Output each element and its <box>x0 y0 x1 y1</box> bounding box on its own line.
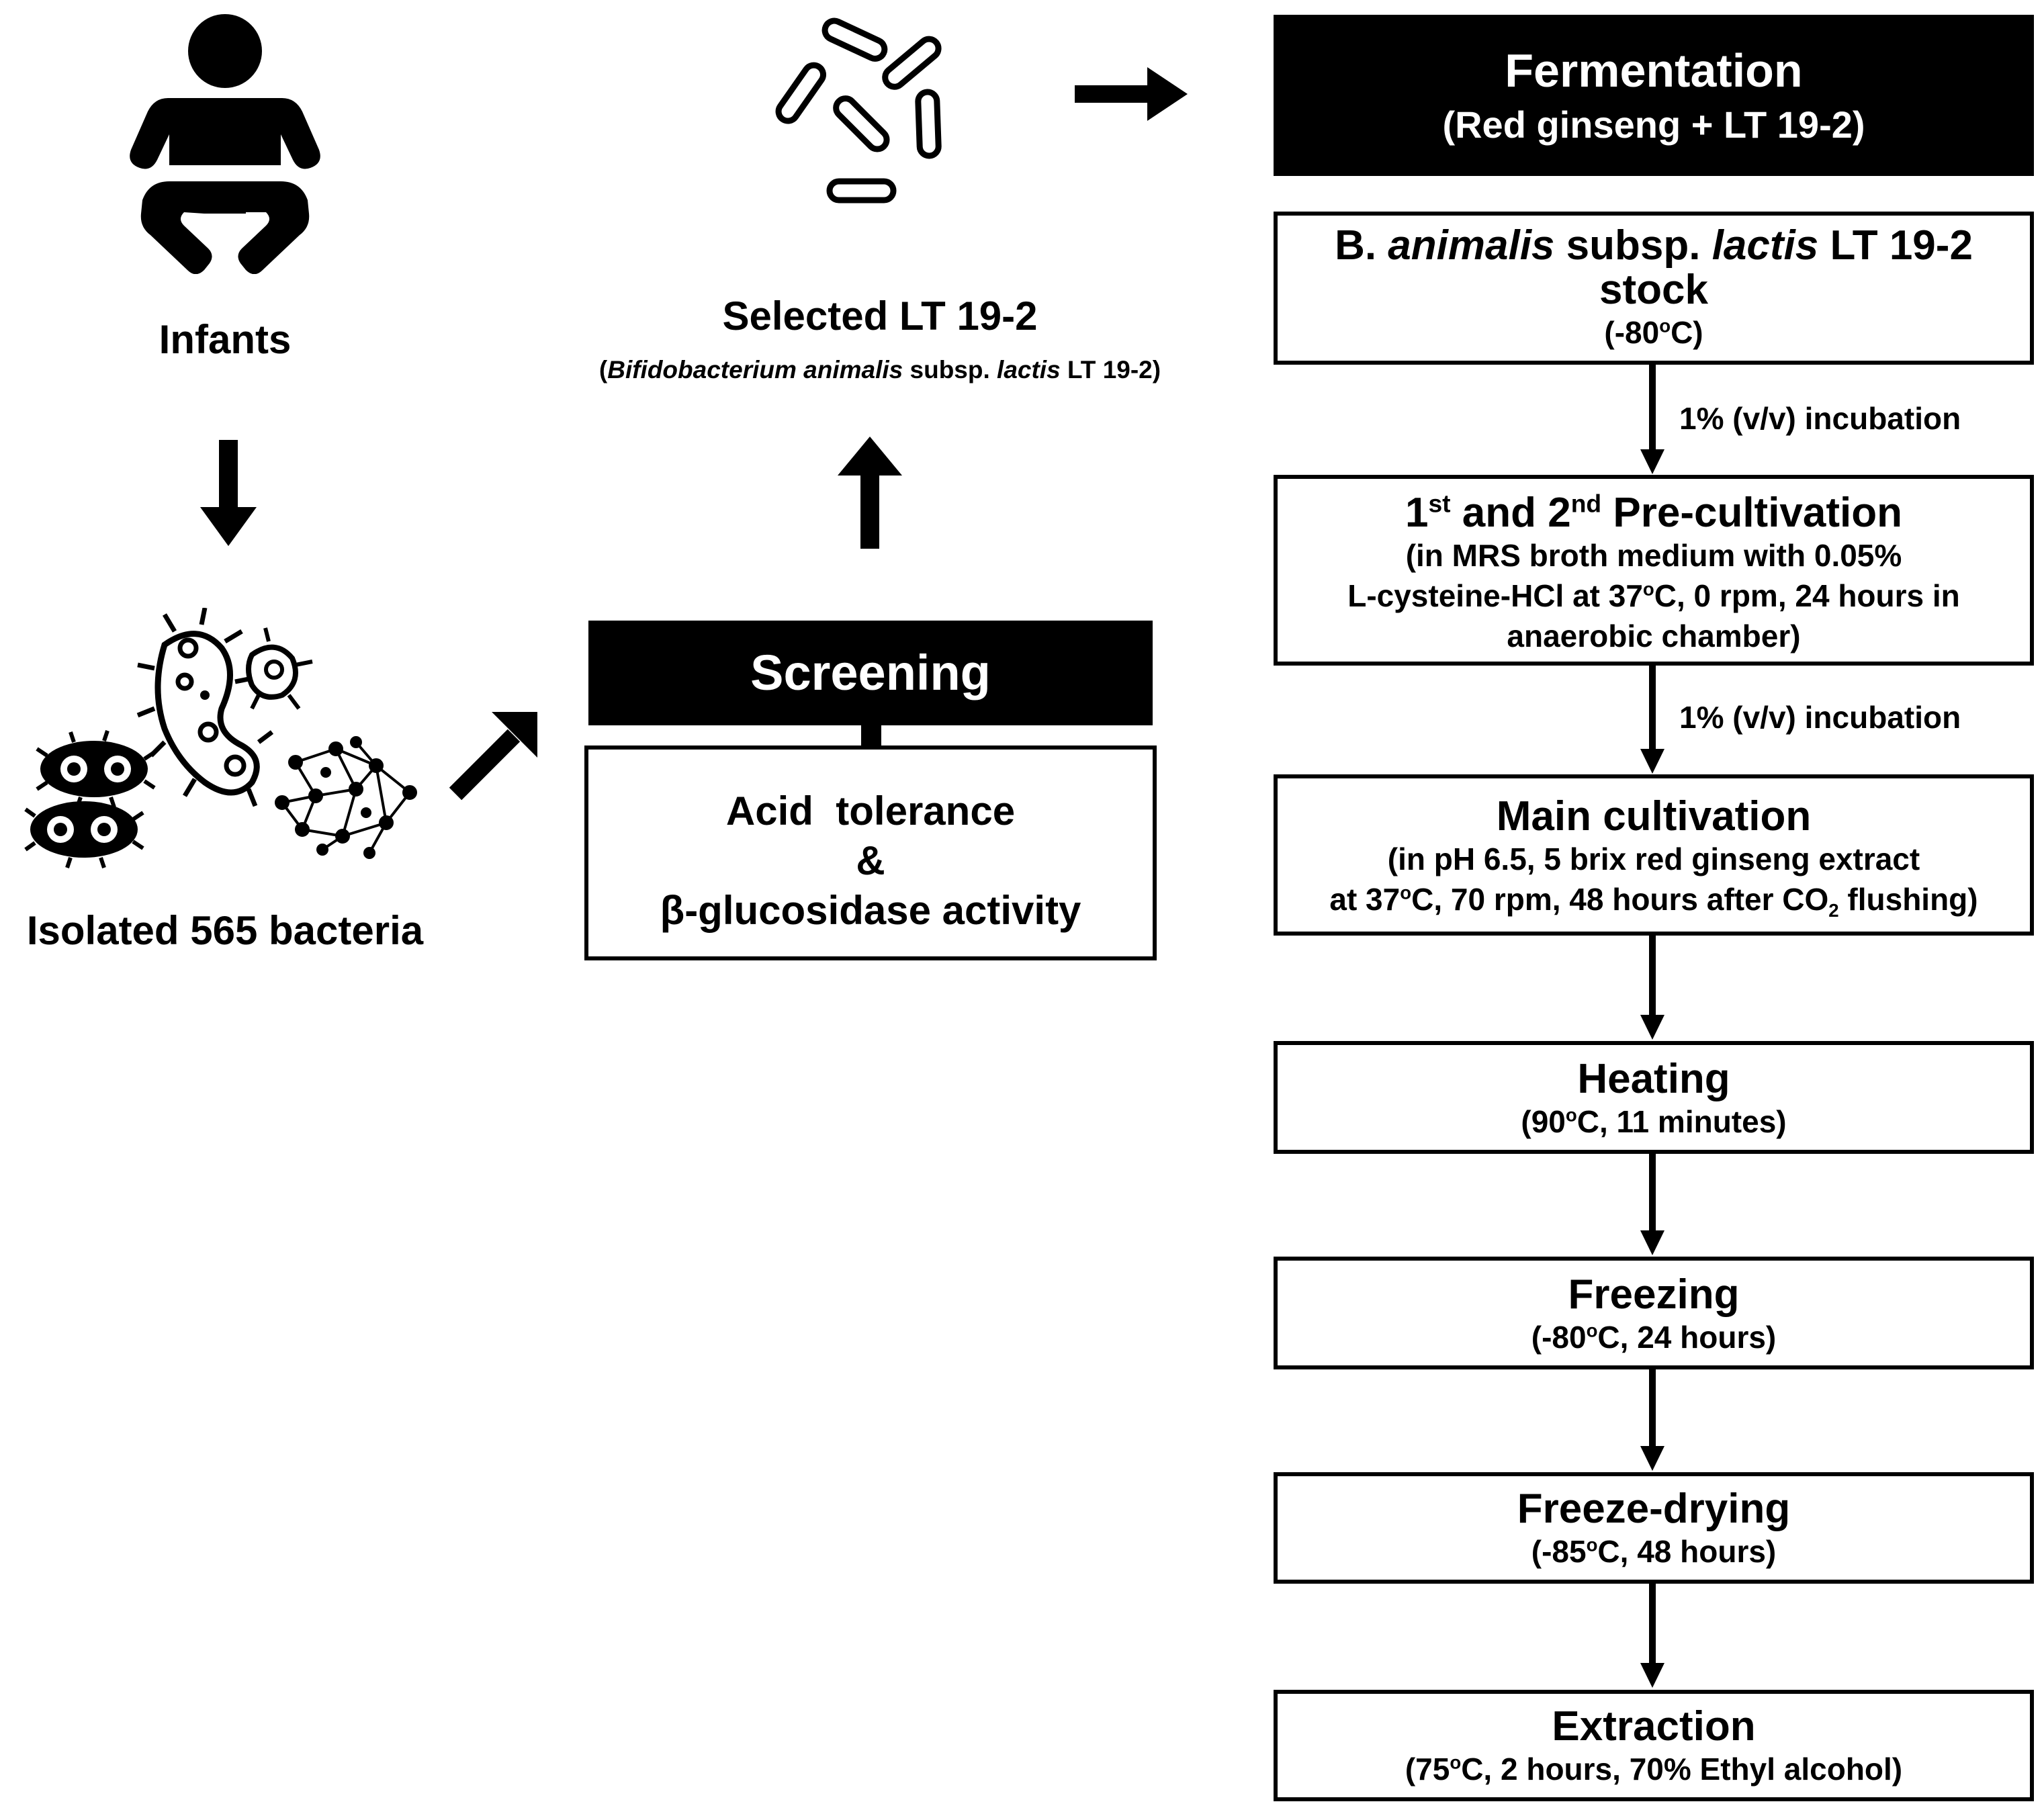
arrow-diagonal-screening <box>449 712 537 801</box>
step-freeze-drying-box: Freeze-drying (-85oC, 48 hours) <box>1274 1472 2034 1584</box>
screening-header: Screening <box>588 621 1153 725</box>
bacteria-label: Isolated 565 bacteria <box>26 908 424 953</box>
step-precultivation-line-3: anaerobic chamber) <box>1507 619 1801 653</box>
arrow-stock-to-precult <box>1640 365 1664 474</box>
arrow-main-to-heating <box>1640 936 1664 1040</box>
arrow-precult-to-main <box>1640 666 1664 774</box>
screening-line-3: β-glucosidase activity <box>660 888 1081 933</box>
step-precultivation-title: 1st and 2nd Pre-cultivation <box>1405 489 1903 536</box>
screening-line-1: Acid tolerance <box>725 788 1016 833</box>
fermentation-header: Fermentation (Red ginseng + LT 19-2) <box>1274 15 2034 176</box>
step-stock-title: B. animalis subsp. lactis LT 19-2 <box>1335 222 1973 269</box>
selected-subtitle: (Bifidobacterium animalis subsp. lactis … <box>598 356 1161 383</box>
step-stock-title-line2: stock <box>1599 267 1708 313</box>
step-main-cultivation-title: Main cultivation <box>1496 793 1812 840</box>
incubation-label-2: 1% (v/v) incubation <box>1679 700 1961 735</box>
step-heating-conditions: (90oC, 11 minutes) <box>1521 1104 1787 1139</box>
fermentation-subtitle: (Red ginseng + LT 19-2) <box>1442 103 1865 146</box>
step-precultivation-line-2: L-cysteine-HCl at 37oC, 0 rpm, 24 hours … <box>1347 578 1960 613</box>
step-stock-box: B. animalis subsp. lactis LT 19-2 stock … <box>1274 212 2034 365</box>
step-main-cultivation-box: Main cultivation (in pH 6.5, 5 brix red … <box>1274 774 2034 936</box>
arrow-freezedrying-to-extraction <box>1640 1584 1664 1688</box>
step-extraction-conditions: (75oC, 2 hours, 70% Ethyl alcohol) <box>1405 1752 1903 1787</box>
step-main-cultivation-line-2: at 37oC, 70 rpm, 48 hours after CO2 flus… <box>1329 882 1978 921</box>
bacteria-cluster-icon <box>24 608 417 868</box>
step-main-cultivation-line-1: (in pH 6.5, 5 brix red ginseng extract <box>1387 842 1920 876</box>
selected-title: Selected LT 19-2 <box>722 293 1038 338</box>
arrow-heating-to-freezing <box>1640 1154 1664 1255</box>
step-freeze-drying-conditions: (-85oC, 48 hours) <box>1531 1534 1777 1569</box>
step-precultivation-line-1: (in MRS broth medium with 0.05% <box>1405 538 1902 573</box>
step-extraction-title: Extraction <box>1552 1703 1756 1750</box>
step-extraction-box: Extraction (75oC, 2 hours, 70% Ethyl alc… <box>1274 1690 2034 1801</box>
step-freezing-title: Freezing <box>1568 1271 1740 1318</box>
infants-label: Infants <box>159 317 292 362</box>
step-precultivation-box: 1st and 2nd Pre-cultivation (in MRS brot… <box>1274 475 2034 666</box>
infant-icon <box>130 14 320 274</box>
fermentation-title: Fermentation <box>1505 44 1803 97</box>
arrow-right-fermentation <box>1075 67 1188 121</box>
arrow-down-infants <box>200 440 257 546</box>
step-freezing-box: Freezing (-80oC, 24 hours) <box>1274 1257 2034 1369</box>
arrow-up-selected <box>838 437 902 549</box>
step-heating-box: Heating (90oC, 11 minutes) <box>1274 1041 2034 1154</box>
rod-bacteria-icon <box>775 17 942 204</box>
step-stock-conditions: (-80oC) <box>1604 315 1703 350</box>
screening-line-2: & <box>856 838 885 883</box>
step-freezing-conditions: (-80oC, 24 hours) <box>1531 1320 1777 1355</box>
step-heating-title: Heating <box>1577 1056 1730 1102</box>
arrow-freezing-to-freezedrying <box>1640 1369 1664 1471</box>
incubation-label-1: 1% (v/v) incubation <box>1679 401 1961 436</box>
step-freeze-drying-title: Freeze-drying <box>1517 1486 1791 1532</box>
screening-criteria-box: Acid tolerance & β-glucosidase activity <box>584 745 1157 960</box>
